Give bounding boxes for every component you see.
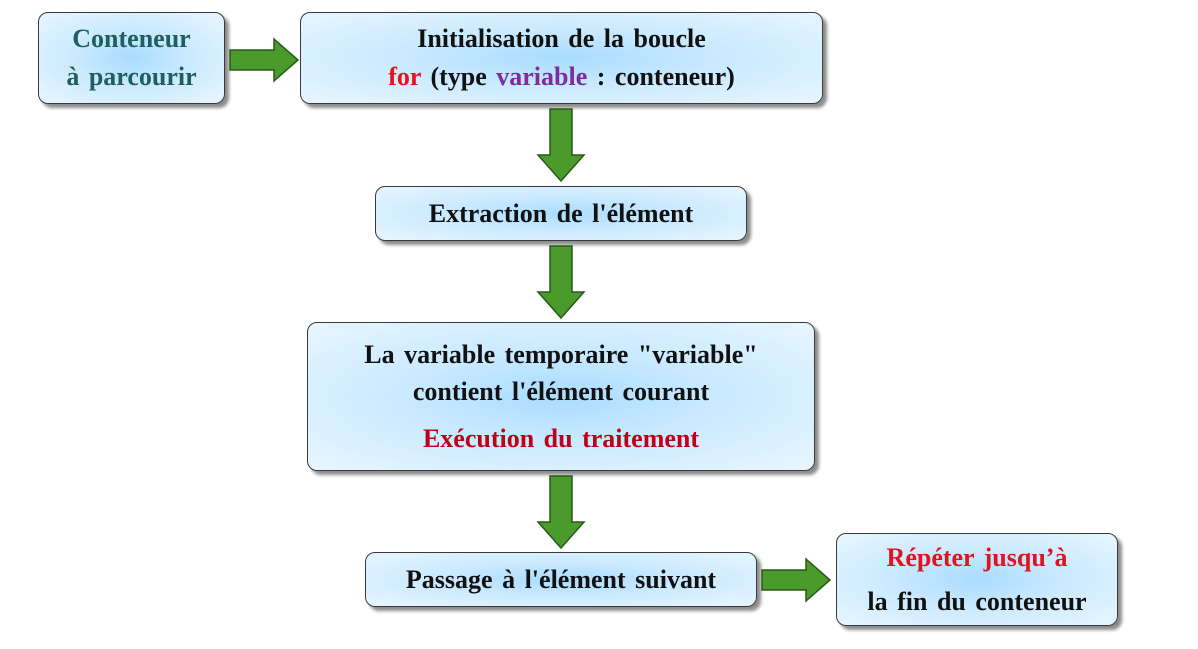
container-label-line2: à parcourir — [66, 62, 197, 91]
loop-init-syntax: for (type variable : conteneur) — [388, 58, 735, 96]
extract-element-label: Extraction de l'élément — [428, 198, 694, 228]
for-keyword: for — [388, 62, 421, 91]
down-arrow-icon — [536, 108, 586, 183]
repeat-label-line1: Répéter jusqu’à — [886, 542, 1068, 572]
container-label-line1: Conteneur — [72, 24, 191, 53]
next-element-label: Passage à l'élément suivant — [405, 564, 717, 594]
right-arrow-shape — [761, 557, 832, 603]
next-element-box: Passage à l'élément suivant — [365, 552, 757, 607]
down-arrow-icon — [536, 245, 586, 320]
temp-variable-line2: contient l'élément courant — [412, 377, 710, 406]
temp-variable-box: La variable temporaire "variable" contie… — [307, 322, 815, 471]
right-arrow-icon — [229, 37, 300, 83]
syntax-open: (type — [420, 62, 497, 91]
down-arrow-shape — [536, 475, 586, 550]
loop-init-box: Initialisation de la boucle for (type va… — [300, 12, 823, 104]
repeat-box: Répéter jusqu’à la fin du conteneur — [836, 533, 1118, 626]
down-arrow-icon — [536, 475, 586, 550]
down-arrow-shape — [536, 245, 586, 320]
temp-variable-line1: La variable temporaire "variable" — [364, 340, 758, 369]
right-arrow-icon — [761, 557, 832, 603]
variable-keyword: variable — [496, 62, 588, 91]
extract-element-box: Extraction de l'élément — [375, 186, 747, 241]
right-arrow-shape — [229, 37, 300, 83]
container-box: Conteneur à parcourir — [38, 12, 225, 104]
down-arrow-shape — [536, 108, 586, 183]
repeat-label-line2: la fin du conteneur — [867, 586, 1087, 616]
loop-init-title: Initialisation de la boucle — [417, 24, 706, 53]
execution-label: Exécution du traitement — [422, 424, 700, 453]
syntax-rest: : conteneur) — [587, 62, 735, 91]
